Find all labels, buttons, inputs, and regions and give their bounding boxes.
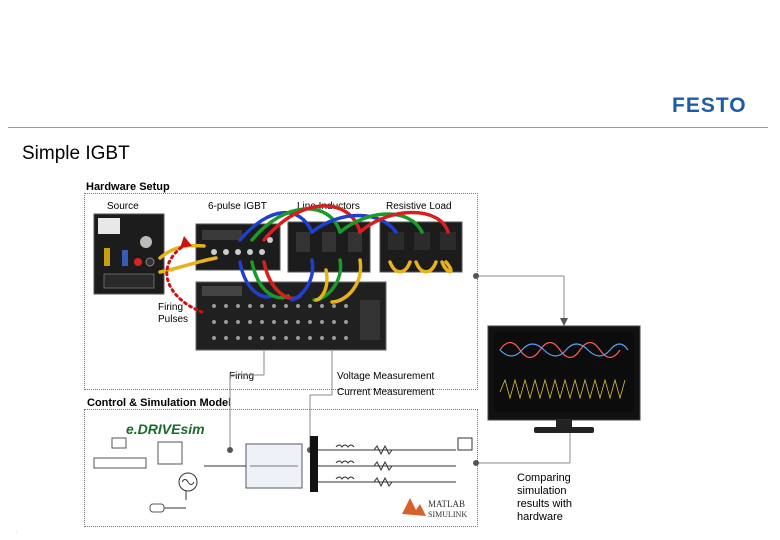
monitor	[487, 325, 641, 433]
arrow-to-monitor	[560, 318, 568, 326]
igbt-module	[195, 223, 281, 271]
edrive-logo: e.DRIVEsim	[126, 421, 205, 437]
firing-pulses-label: Firing Pulses	[158, 302, 189, 325]
connector-dot-firing	[227, 447, 233, 453]
connector-dot-hardware	[473, 273, 479, 279]
festo-logo: FESTO	[672, 94, 747, 117]
wiring	[158, 204, 453, 304]
load-label: Resistive Load	[386, 201, 452, 212]
current-measurement-label: Current Measurement	[337, 387, 435, 398]
firing-pulse-path	[165, 242, 204, 314]
firing-label: Firing	[229, 371, 255, 382]
footer-note: ·	[16, 530, 18, 535]
connection-lines	[229, 275, 571, 464]
svg-text:SIMULINK: SIMULINK	[428, 510, 467, 519]
svg-text:MATLAB: MATLAB	[428, 499, 465, 509]
header-divider	[8, 127, 768, 128]
interface-rack	[195, 281, 387, 351]
hardware-setup-label: Hardware Setup	[86, 181, 170, 193]
simulation-model	[93, 436, 473, 513]
hardware-setup-frame	[84, 193, 478, 390]
page-title: Simple IGBT	[22, 143, 130, 164]
firing-pulse-arrowhead	[180, 236, 192, 248]
inductor-module	[287, 221, 371, 273]
connector-dot-model	[473, 460, 479, 466]
control-simulation-label: Control & Simulation Model	[87, 397, 232, 409]
source-label: Source	[107, 201, 139, 212]
voltage-measurement-label: Voltage Measurement	[337, 371, 435, 382]
monitor-caption: Comparing simulation results with hardwa…	[517, 472, 573, 523]
source-unit	[93, 213, 165, 295]
matlab-simulink-logo: MATLAB SIMULINK	[402, 498, 467, 519]
control-model-frame	[84, 409, 478, 527]
igbt-label: 6-pulse IGBT	[208, 201, 267, 212]
